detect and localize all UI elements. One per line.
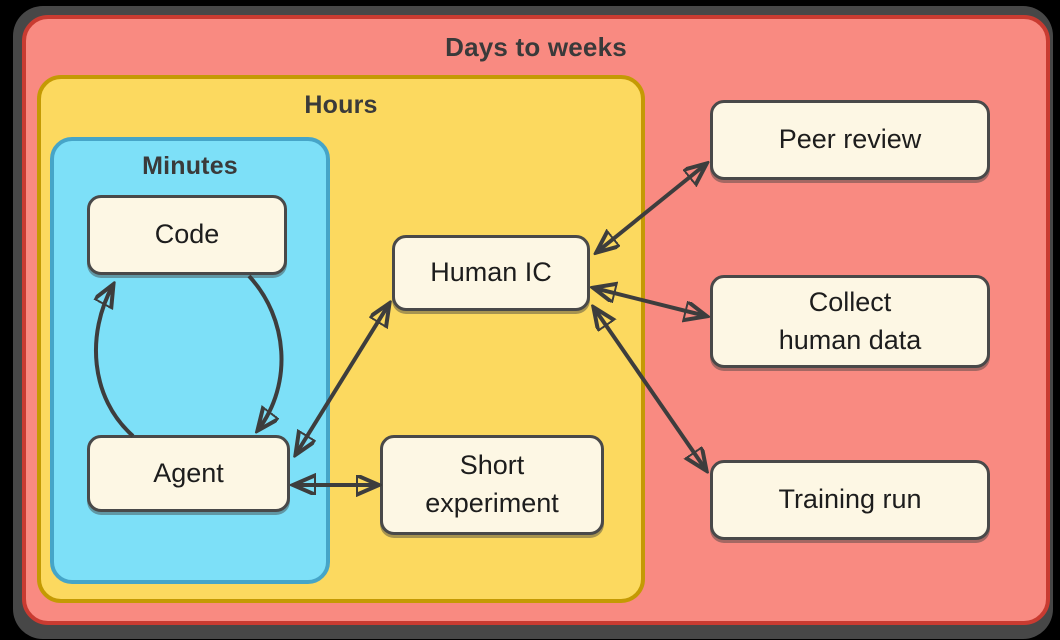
node-collect-human-data-line1: Collect [808,286,892,317]
node-agent: Agent [87,435,290,512]
frame-hours-title: Hours [304,91,378,119]
node-collect-human-data: Collect human data [710,275,990,368]
node-peer-review-label: Peer review [778,124,922,155]
frame-minutes-title: Minutes [142,152,238,180]
node-collect-human-data-line2: human data [778,324,922,355]
node-short-experiment-line2: experiment [425,488,559,518]
node-short-experiment-line1: Short [459,450,525,481]
node-code-label: Code [154,219,220,250]
node-human-ic: Human IC [392,235,590,311]
node-short-experiment: Short experiment [380,435,604,535]
node-code: Code [87,195,287,275]
node-agent-label: Agent [153,457,224,488]
node-training-run: Training run [710,460,990,540]
node-peer-review: Peer review [710,100,990,180]
frame-days-title: Days to weeks [445,32,627,62]
node-training-run-label: Training run [778,484,922,515]
node-human-ic-label: Human IC [430,257,552,288]
